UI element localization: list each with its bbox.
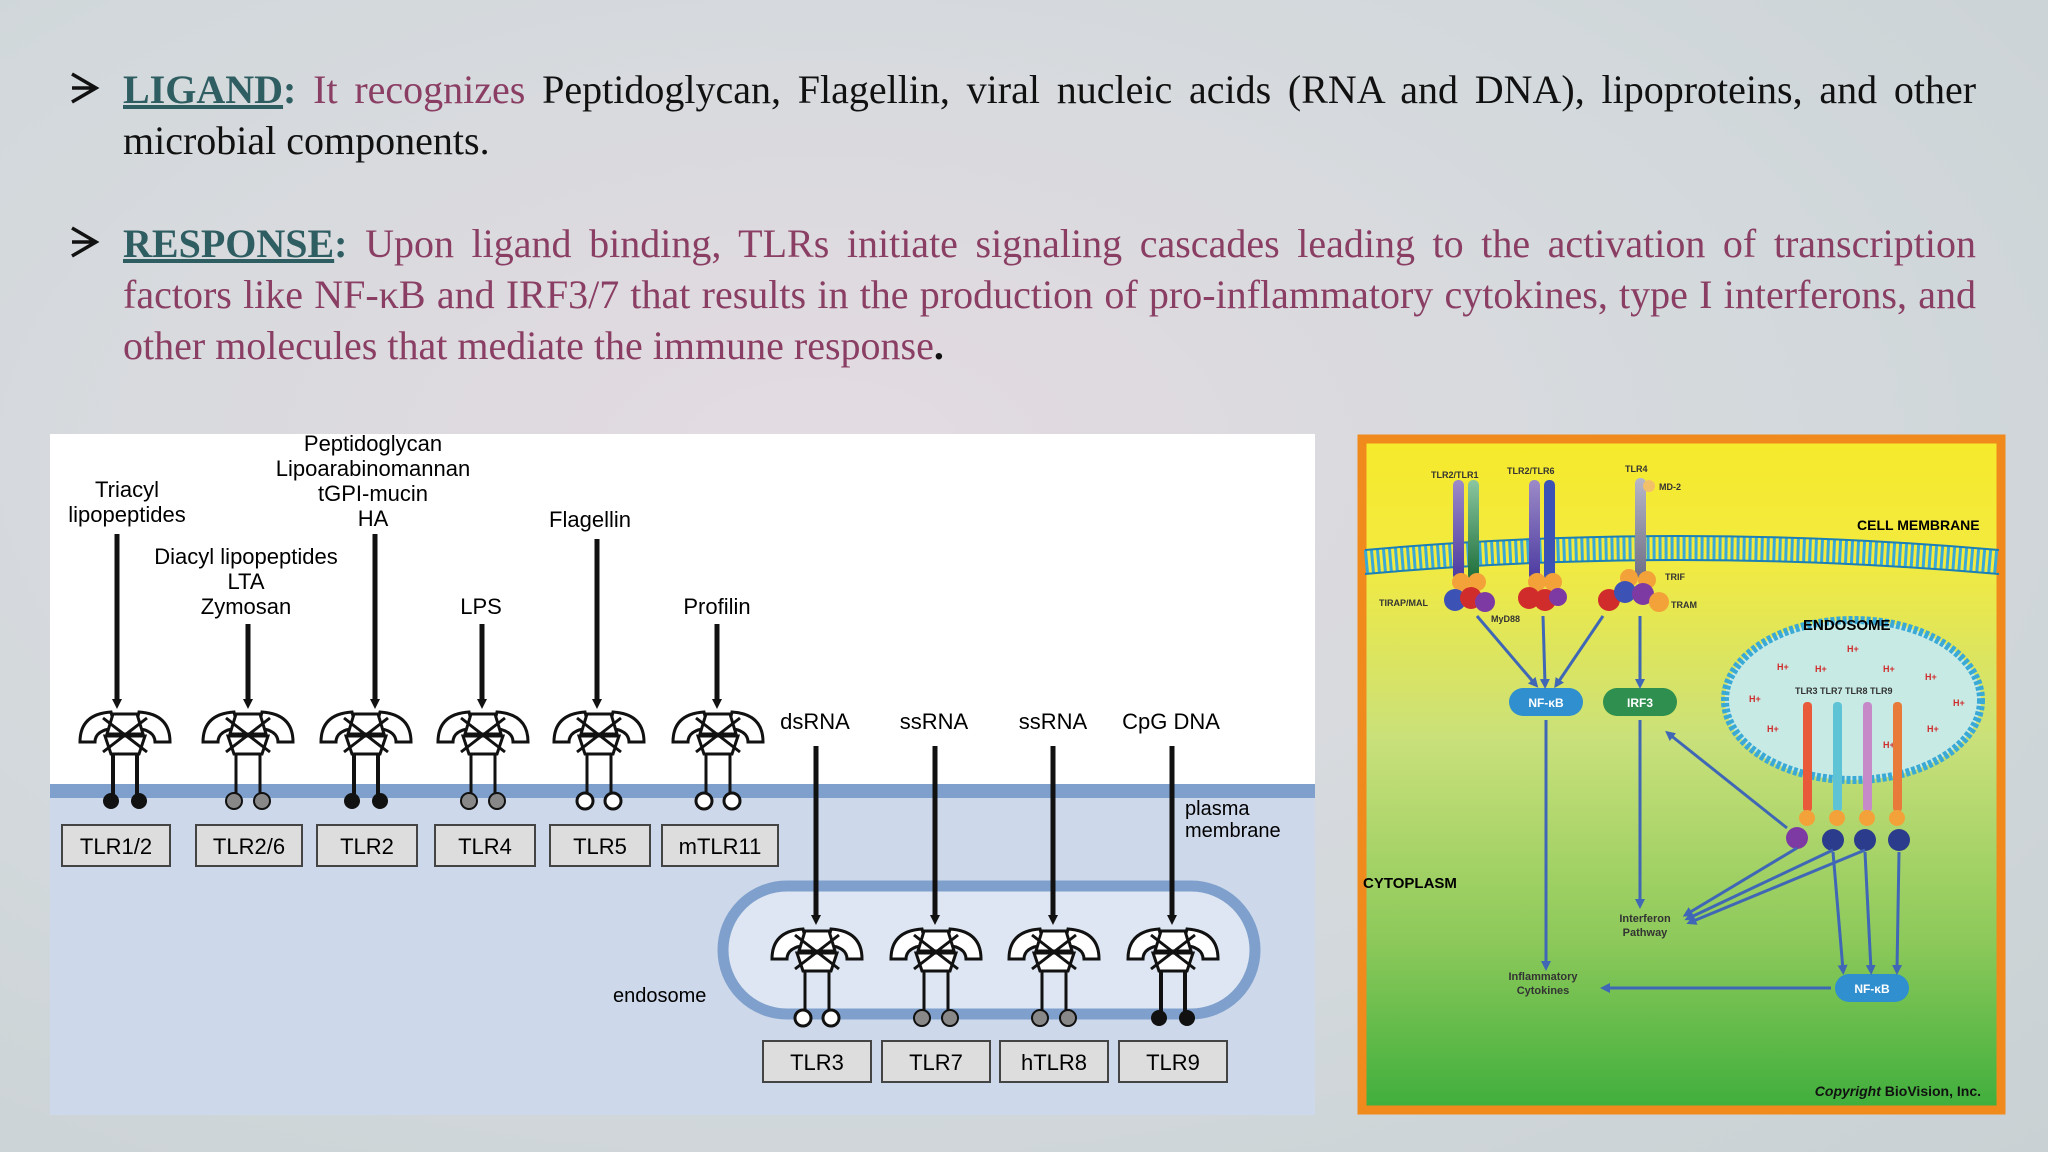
tlr2-tlr1-receptor bbox=[1444, 480, 1495, 612]
label-md2: MD-2 bbox=[1659, 482, 1681, 492]
arrow-bullet-icon bbox=[71, 72, 100, 104]
plasma-membrane bbox=[50, 784, 1315, 798]
ligand-cpgdna: CpG DNA bbox=[1122, 709, 1220, 734]
svg-text:H+: H+ bbox=[1927, 724, 1939, 734]
ligand-diacyl-2: LTA bbox=[227, 569, 264, 594]
ligand-pg-1: Peptidoglycan bbox=[304, 434, 442, 456]
ligand-flagellin: Flagellin bbox=[549, 507, 631, 532]
label-myd88: MyD88 bbox=[1491, 614, 1520, 624]
response-bullet: RESPONSE: Upon ligand binding, TLRs init… bbox=[68, 218, 1976, 371]
endosome-compartment bbox=[717, 880, 1261, 1020]
irf3 bbox=[1603, 688, 1677, 716]
label-tlr2: TLR2 bbox=[340, 834, 394, 859]
cytoplasm-label: CYTOPLASM bbox=[1363, 875, 1457, 892]
nfkb-bottom bbox=[1835, 974, 1909, 1002]
svg-text:H+: H+ bbox=[1777, 662, 1789, 672]
label-tlr1-2: TLR1/2 bbox=[80, 834, 152, 859]
ligand-ssrna-1: ssRNA bbox=[900, 709, 969, 734]
endo-tlr-labels: TLR3 TLR7 TLR8 TLR9 bbox=[1795, 686, 1893, 696]
svg-text:H+: H+ bbox=[1883, 740, 1895, 750]
ligand-triacyl-1: Triacyl bbox=[95, 477, 159, 502]
label-tlr3: TLR3 bbox=[790, 1050, 844, 1075]
svg-text:H+: H+ bbox=[1953, 698, 1965, 708]
ligand-pg-3: tGPI-mucin bbox=[318, 481, 428, 506]
ligand-arrows bbox=[112, 534, 1177, 925]
nfkb-top bbox=[1509, 688, 1583, 716]
label-trif: TRIF bbox=[1665, 572, 1685, 582]
svg-text:H+: H+ bbox=[1847, 644, 1859, 654]
label-tlr2-tlr6: TLR2/TLR6 bbox=[1507, 466, 1555, 476]
interferon-label-2: Pathway bbox=[1623, 927, 1669, 939]
ligand-dsrna: dsRNA bbox=[780, 709, 850, 734]
endosome-label: ENDOSOME bbox=[1803, 617, 1891, 634]
copyright-note: Copyright BioVision, Inc. bbox=[1815, 1083, 1981, 1099]
endosome-label: endosome bbox=[613, 985, 706, 1007]
ligand-body: Peptidoglycan, Flagellin, viral nucleic … bbox=[123, 67, 1977, 163]
tlr4-receptor bbox=[1598, 478, 1669, 612]
inflammatory-label-2: Cytokines bbox=[1517, 985, 1570, 997]
label-mtlr11: mTLR11 bbox=[679, 834, 762, 859]
ligand-lead: It recognizes bbox=[313, 67, 526, 112]
endosomal-tlrs bbox=[1786, 702, 1910, 851]
inflammatory-label-1: Inflammatory bbox=[1508, 971, 1578, 983]
ligand-diacyl-3: Zymosan bbox=[201, 594, 291, 619]
svg-text:NF-κB: NF-κB bbox=[1854, 982, 1890, 996]
ligand-diacyl-1: Diacyl lipopeptides bbox=[154, 544, 337, 569]
label-tlr2-tlr1: TLR2/TLR1 bbox=[1431, 470, 1479, 480]
tlr-signaling-pathway: CELL MEMBRANE TLR2/TLR1 TLR2/TLR6 TLR4 M… bbox=[1357, 434, 2006, 1115]
endosome-vesicle bbox=[1721, 616, 1985, 784]
svg-text:H+: H+ bbox=[1925, 672, 1937, 682]
cell-membrane bbox=[1363, 536, 2001, 574]
svg-text:IRF3: IRF3 bbox=[1627, 696, 1653, 710]
interferon-label-1: Interferon bbox=[1619, 913, 1671, 925]
svg-text:H+: H+ bbox=[1815, 664, 1827, 674]
label-tlr5: TLR5 bbox=[573, 834, 627, 859]
label-tirap: TIRAP/MAL bbox=[1379, 598, 1428, 608]
cell-membrane-label: CELL MEMBRANE bbox=[1857, 517, 1980, 533]
response-term: RESPONSE bbox=[123, 221, 335, 266]
svg-text:H+: H+ bbox=[1749, 694, 1761, 704]
ligand-ssrna-2: ssRNA bbox=[1019, 709, 1088, 734]
plasma-membrane-label-2: membrane bbox=[1185, 820, 1281, 842]
ligand-triacyl-2: lipopeptides bbox=[68, 502, 185, 527]
ligand-pg-2: Lipoarabinomannan bbox=[276, 456, 471, 481]
ligand-bullet: LIGAND: It recognizes Peptidoglycan, Fla… bbox=[68, 64, 1976, 166]
label-tlr4: TLR4 bbox=[1625, 464, 1648, 474]
tlr-ligand-diagram: Triacyl lipopeptides Diacyl lipopeptides… bbox=[50, 431, 1315, 1115]
response-body: Upon ligand binding, TLRs initiate signa… bbox=[123, 221, 1976, 368]
pathway-arrows bbox=[1475, 615, 1903, 993]
label-htlr8: hTLR8 bbox=[1021, 1050, 1087, 1075]
ligand-pg-4: HA bbox=[358, 506, 389, 531]
plasma-membrane-label-1: plasma bbox=[1185, 798, 1250, 820]
label-tlr2-6: TLR2/6 bbox=[213, 834, 285, 859]
label-tlr4: TLR4 bbox=[458, 834, 512, 859]
arrow-bullet-icon bbox=[71, 226, 100, 258]
ligand-lps: LPS bbox=[460, 594, 502, 619]
tlr2-tlr6-receptor bbox=[1518, 480, 1567, 611]
svg-text:H+: H+ bbox=[1767, 724, 1779, 734]
svg-text:NF-κB: NF-κB bbox=[1528, 696, 1564, 710]
ligand-profilin: Profilin bbox=[683, 594, 750, 619]
label-tram: TRAM bbox=[1671, 600, 1697, 610]
svg-text:H+: H+ bbox=[1883, 664, 1895, 674]
label-tlr7: TLR7 bbox=[909, 1050, 963, 1075]
label-tlr9: TLR9 bbox=[1146, 1050, 1200, 1075]
ligand-term: LIGAND bbox=[123, 67, 284, 112]
